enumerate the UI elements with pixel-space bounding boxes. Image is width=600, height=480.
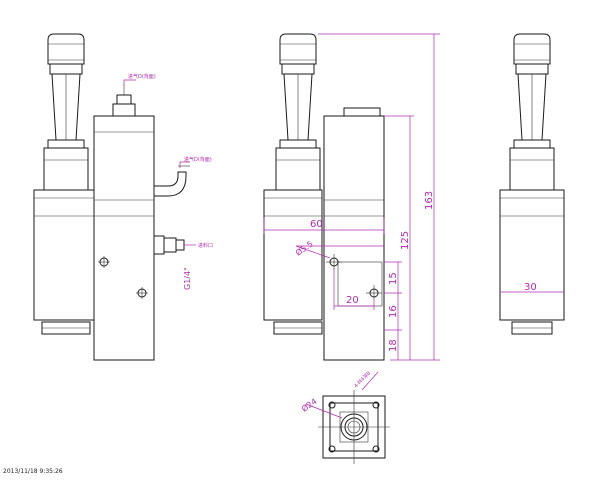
front-dimensions [263, 33, 440, 361]
outlet-label: 进料口 [198, 242, 213, 249]
inlet-top-label: 进气D(背面) [128, 73, 156, 80]
dim-height-125: 125 [400, 231, 411, 250]
dim-d-16: 16 [388, 305, 399, 318]
front-view [263, 33, 385, 361]
dim-height-163: 163 [424, 191, 435, 210]
left-view [33, 33, 196, 361]
dim-d-15: 15 [388, 272, 399, 285]
dim-hole-dia: Ø5.5 [293, 239, 314, 258]
dim-spacing-20: 20 [346, 295, 359, 306]
thread-label: G1/4" [183, 267, 192, 290]
timestamp: 2013/11/18 9:35:26 [3, 468, 63, 475]
dim-width-30: 30 [524, 282, 537, 293]
right-view [499, 33, 565, 335]
inlet-side-label: 进气D(背面) [184, 156, 212, 163]
dim-d-18: 18 [388, 339, 399, 352]
hole-note-label: 4-M4深8 [352, 370, 372, 390]
dim-width-60: 60 [310, 219, 323, 230]
top-view [305, 371, 390, 464]
dia-24-label: Ø24 [299, 396, 318, 414]
